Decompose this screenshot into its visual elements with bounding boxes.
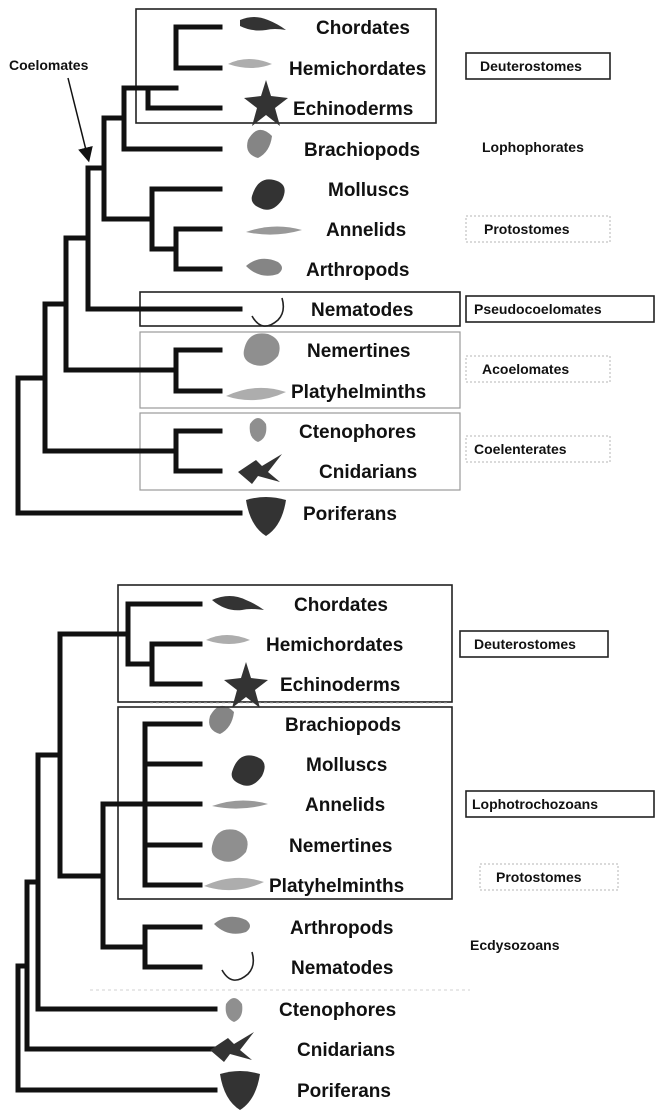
taxon-label: Chordates — [294, 595, 388, 616]
platyhelminth-icon — [226, 388, 286, 400]
coelomates-label: Coelomates — [9, 57, 89, 73]
taxon-label: Annelids — [305, 795, 385, 816]
taxon-label: Molluscs — [328, 180, 409, 201]
top-taxa-labels: Chordates Hemichordates Echinoderms Brac… — [289, 18, 426, 525]
taxon-label: Hemichordates — [289, 59, 426, 80]
taxon-label: Ctenophores — [299, 422, 416, 443]
taxon-label: Arthropods — [290, 918, 393, 939]
taxon-label: Cnidarians — [319, 462, 417, 483]
top-branches — [18, 27, 240, 513]
cnidarian-icon — [210, 1032, 254, 1062]
bottom-group-labels: Deuterostomes Lophotrochozoans Protostom… — [460, 631, 654, 953]
nematode-icon — [252, 298, 283, 326]
arthropod-icon — [246, 259, 282, 276]
taxon-label: Brachiopods — [285, 715, 401, 736]
group-label-pseudocoelomates: Pseudocoelomates — [474, 301, 602, 317]
group-label-acoelomates: Acoelomates — [482, 361, 569, 377]
taxon-label: Annelids — [326, 220, 406, 241]
mollusc-icon — [252, 179, 285, 209]
taxon-label: Echinoderms — [293, 99, 413, 120]
taxon-label: Chordates — [316, 18, 410, 39]
salamander-icon — [240, 17, 286, 31]
group-label-protostomes: Protostomes — [496, 869, 582, 885]
acorn-worm-icon — [228, 59, 272, 68]
taxon-label: Poriferans — [303, 504, 397, 525]
group-label-ecdysozoans: Ecdysozoans — [470, 937, 560, 953]
brachiopod-icon — [209, 706, 234, 734]
taxon-label: Nematodes — [311, 300, 413, 321]
nematode-icon — [222, 952, 253, 980]
bottom-animal-icons — [204, 596, 268, 1110]
taxon-label: Platyhelminths — [269, 876, 404, 897]
group-label-coelenterates: Coelenterates — [474, 441, 567, 457]
top-tree: Coelomates Chordates Hemichordates Echin… — [9, 9, 654, 536]
annelid-icon — [212, 800, 268, 808]
taxon-label: Ctenophores — [279, 1000, 396, 1021]
group-label-protostomes: Protostomes — [484, 221, 570, 237]
brachiopod-icon — [247, 130, 272, 158]
acorn-worm-icon — [206, 635, 250, 644]
cnidarian-icon — [238, 454, 282, 484]
bottom-tree: Chordates Hemichordates Echinoderms Brac… — [18, 585, 654, 1110]
mollusc-icon — [232, 755, 265, 785]
group-label-deuterostomes: Deuterostomes — [480, 58, 582, 74]
sponge-icon — [246, 497, 286, 536]
taxon-label: Poriferans — [297, 1081, 391, 1102]
nemertine-icon — [244, 333, 280, 365]
taxon-label: Platyhelminths — [291, 382, 426, 403]
nemertine-icon — [212, 829, 248, 861]
bottom-branches — [18, 604, 215, 1090]
annelid-icon — [246, 226, 302, 234]
sponge-icon — [220, 1071, 260, 1110]
taxon-label: Hemichordates — [266, 635, 403, 656]
group-label-lophotrochozoans: Lophotrochozoans — [472, 796, 598, 812]
taxon-label: Nematodes — [291, 958, 393, 979]
starfish-icon — [224, 662, 268, 708]
starfish-icon — [244, 80, 288, 126]
taxon-label: Nemertines — [289, 836, 393, 857]
salamander-icon — [212, 596, 264, 610]
arthropod-icon — [214, 917, 250, 934]
platyhelminth-icon — [204, 878, 264, 890]
ctenophore-icon — [250, 418, 267, 442]
top-animal-icons — [226, 17, 302, 536]
ctenophore-icon — [226, 998, 243, 1022]
bottom-taxa-labels: Chordates Hemichordates Echinoderms Brac… — [266, 595, 404, 1102]
group-label-deuterostomes: Deuterostomes — [474, 636, 576, 652]
group-label-lophophorates: Lophophorates — [482, 139, 584, 155]
top-group-labels: Deuterostomes Lophophorates Protostomes … — [466, 53, 654, 462]
taxon-label: Arthropods — [306, 260, 409, 281]
taxon-label: Brachiopods — [304, 140, 420, 161]
taxon-label: Nemertines — [307, 341, 411, 362]
taxon-label: Cnidarians — [297, 1040, 395, 1061]
coelomates-arrow — [68, 78, 88, 158]
taxon-label: Molluscs — [306, 755, 387, 776]
taxon-label: Echinoderms — [280, 675, 400, 696]
